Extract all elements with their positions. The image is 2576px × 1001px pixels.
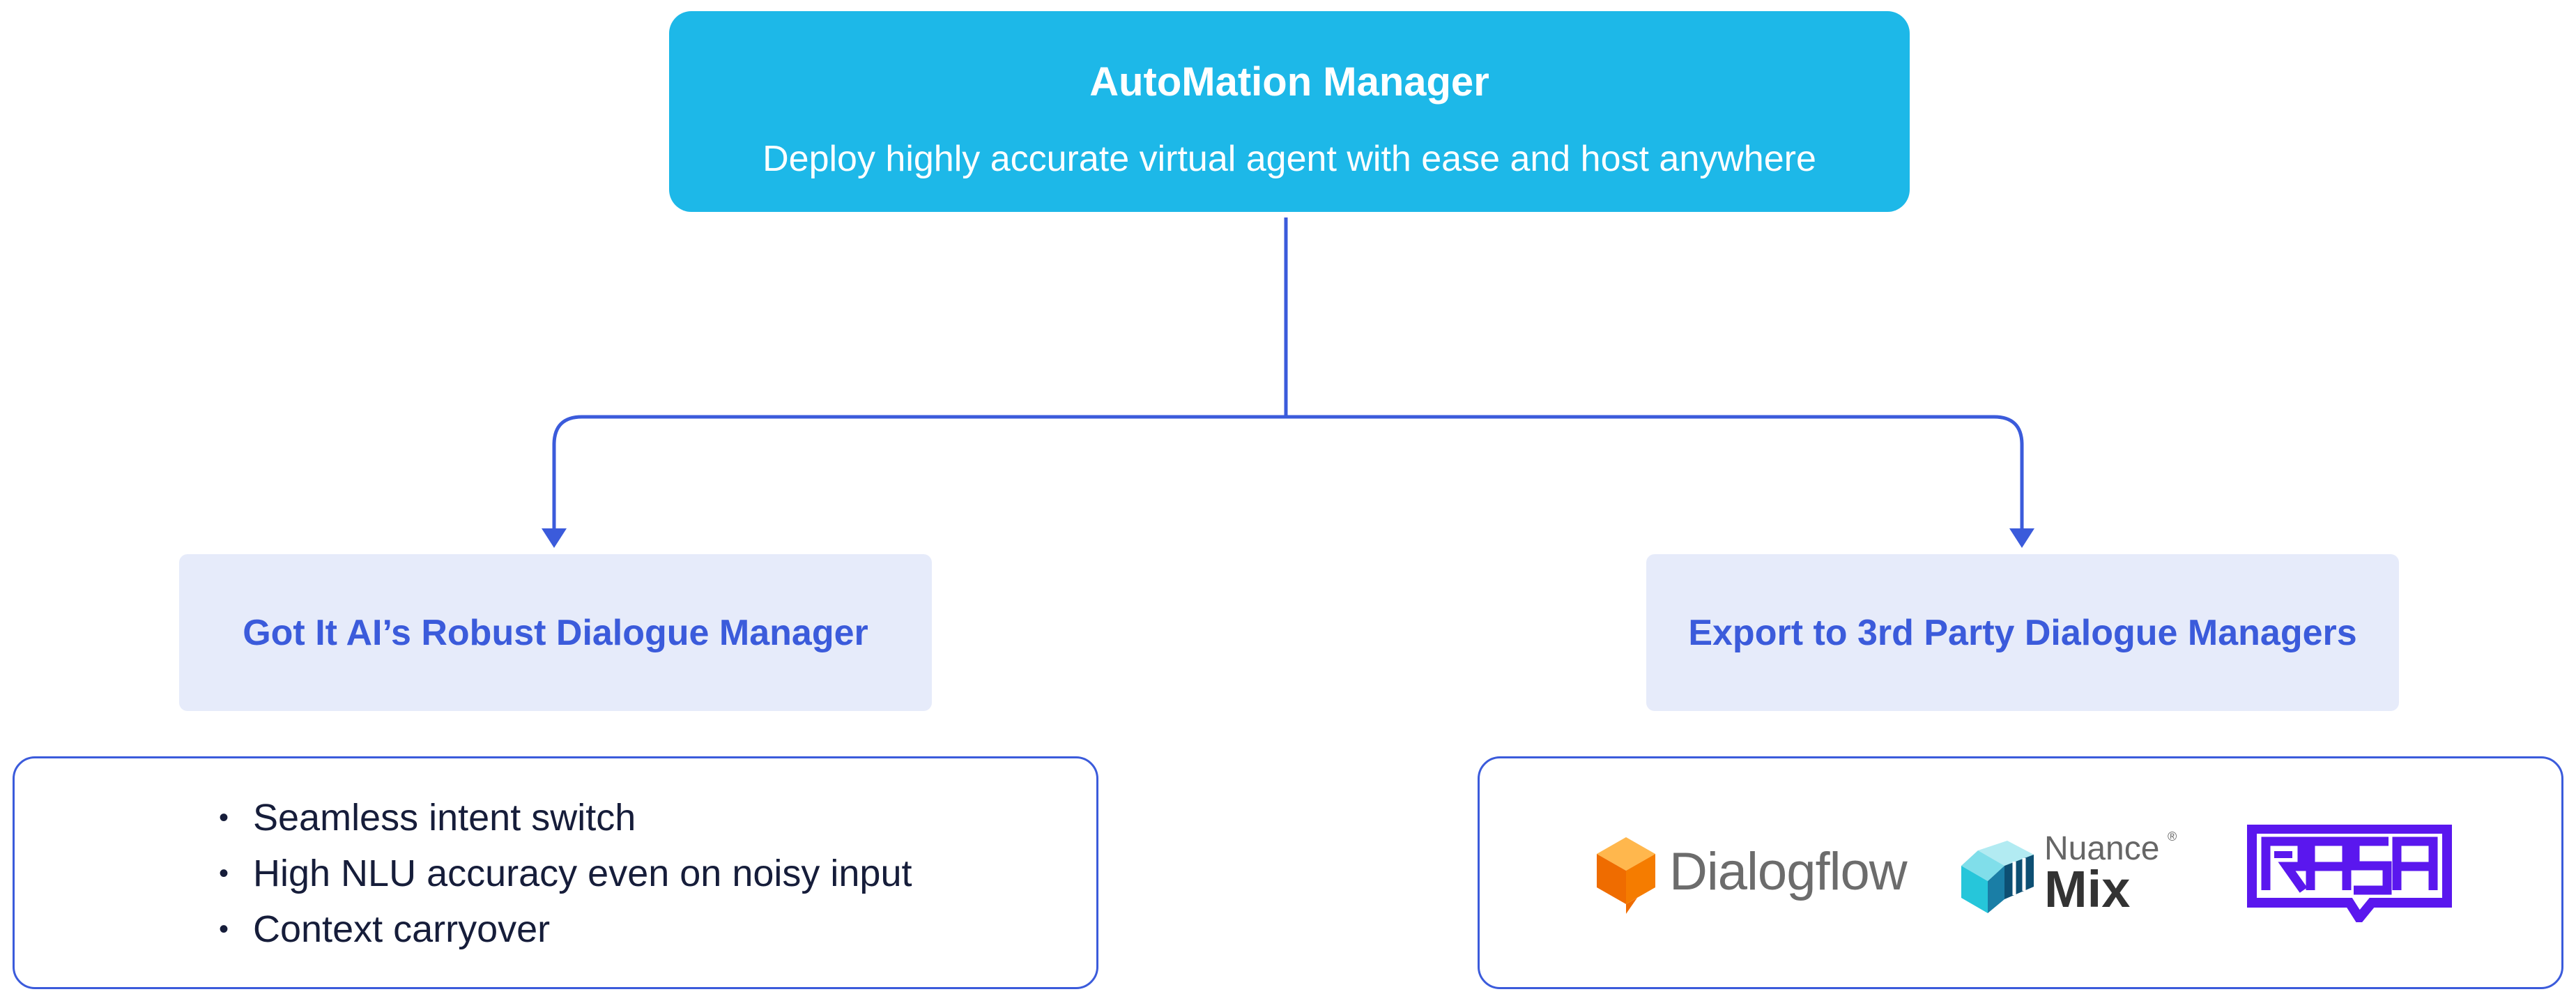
rasa-logo-mark bbox=[2247, 824, 2452, 926]
root-subtitle: Deploy highly accurate virtual agent wit… bbox=[762, 139, 1816, 179]
mix-wordmark: Mix bbox=[2044, 860, 2131, 918]
feature-text: High NLU accuracy even on noisy input bbox=[253, 853, 912, 894]
feature-item: • Seamless intent switch bbox=[210, 790, 912, 846]
nuance-wordmark: Nuance bbox=[2044, 830, 2160, 867]
root-title: AutoMation Manager bbox=[1089, 59, 1489, 105]
feature-text: Context carryover bbox=[253, 908, 551, 950]
dialogflow-icon bbox=[1597, 837, 1655, 914]
right-branch-title: Export to 3rd Party Dialogue Managers bbox=[1688, 612, 2357, 653]
feature-item: • Context carryover bbox=[210, 901, 912, 957]
bullet-icon: • bbox=[218, 914, 229, 945]
left-branch-node: Got It AI’s Robust Dialogue Manager bbox=[179, 554, 932, 711]
arrowhead-right bbox=[2009, 528, 2034, 548]
dialogflow-wordmark: Dialogflow bbox=[1669, 842, 1908, 901]
feature-item: • High NLU accuracy even on noisy input bbox=[210, 846, 912, 901]
bullet-icon: • bbox=[218, 802, 229, 833]
arrowhead-left bbox=[542, 528, 567, 548]
nuance-mix-logo: Nuance ® Mix bbox=[1957, 828, 2187, 926]
feature-list-box: • Seamless intent switch • High NLU accura… bbox=[13, 756, 1098, 989]
nuance-cube-icon bbox=[1961, 841, 2034, 913]
branch-left-line bbox=[552, 415, 1286, 530]
root-node: AutoMation Manager Deploy highly accurat… bbox=[669, 11, 1910, 212]
registered-mark: ® bbox=[2168, 830, 2177, 843]
dialogflow-logo: Dialogflow bbox=[1591, 832, 1908, 915]
right-branch-node: Export to 3rd Party Dialogue Managers bbox=[1646, 554, 2399, 711]
left-branch-title: Got It AI’s Robust Dialogue Manager bbox=[243, 612, 868, 653]
logo-box: Dialogflow Nuance ® Mix bbox=[1478, 756, 2563, 989]
feature-list: • Seamless intent switch • High NLU accura… bbox=[210, 790, 912, 957]
rasa-logo bbox=[2245, 824, 2454, 926]
branch-right-line bbox=[1286, 415, 2024, 530]
bullet-icon: • bbox=[218, 858, 229, 889]
feature-text: Seamless intent switch bbox=[253, 797, 636, 839]
